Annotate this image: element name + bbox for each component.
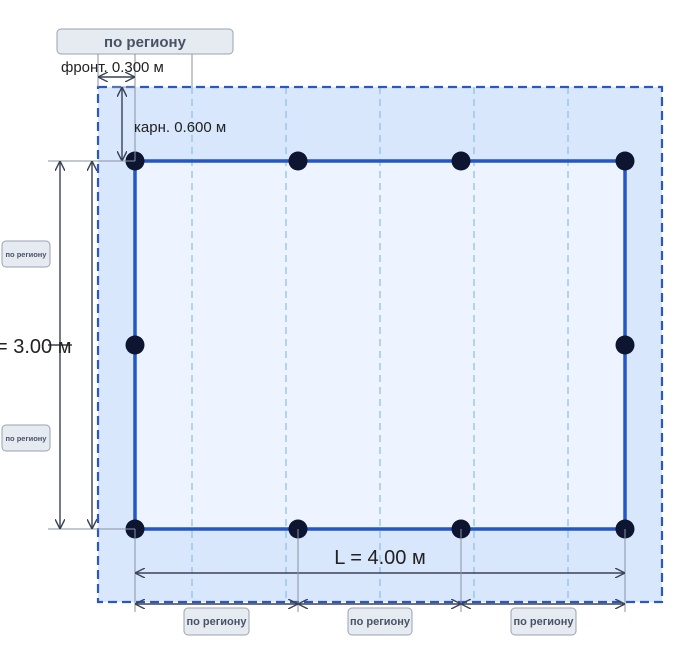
width-dimension: = 3.00 м [0, 160, 135, 530]
region-badge-bottom-1[interactable]: по региону [183, 607, 250, 636]
region-badge-bottom-1-label: по региону [186, 616, 247, 628]
region-badge-top-label: по региону [104, 34, 187, 51]
region-badge-bottom-3-label: по региону [513, 616, 574, 628]
front-overhang-label: фронт. 0.300 м [61, 59, 164, 76]
region-badge-left-upper-label: по региону [6, 250, 48, 259]
post-marker [288, 151, 308, 171]
posts [125, 151, 635, 539]
region-badge-bottom-2-label: по региону [350, 616, 411, 628]
region-badge-left-upper[interactable]: по региону [1, 240, 51, 268]
post-marker [615, 335, 635, 355]
front-overhang-dimension: фронт. 0.300 м [61, 54, 193, 161]
region-badge-left-lower-label: по региону [6, 434, 48, 443]
region-badge-left-lower[interactable]: по региону [1, 424, 51, 452]
rafters [191, 87, 569, 602]
post-marker [451, 151, 471, 171]
span-dimensions [135, 529, 625, 612]
width-label: = 3.00 м [0, 336, 71, 358]
post-marker [125, 335, 145, 355]
length-label: L = 4.00 м [334, 547, 425, 569]
region-badge-bottom-2[interactable]: по региону [347, 607, 413, 636]
eave-overhang-dimension: карн. 0.600 м [112, 86, 226, 161]
region-badge-top[interactable]: по региону [56, 28, 234, 55]
length-dimension: L = 4.00 м [134, 529, 626, 612]
eave-overhang-label: карн. 0.600 м [134, 119, 226, 136]
region-badge-bottom-3[interactable]: по региону [510, 607, 577, 636]
post-marker [615, 151, 635, 171]
